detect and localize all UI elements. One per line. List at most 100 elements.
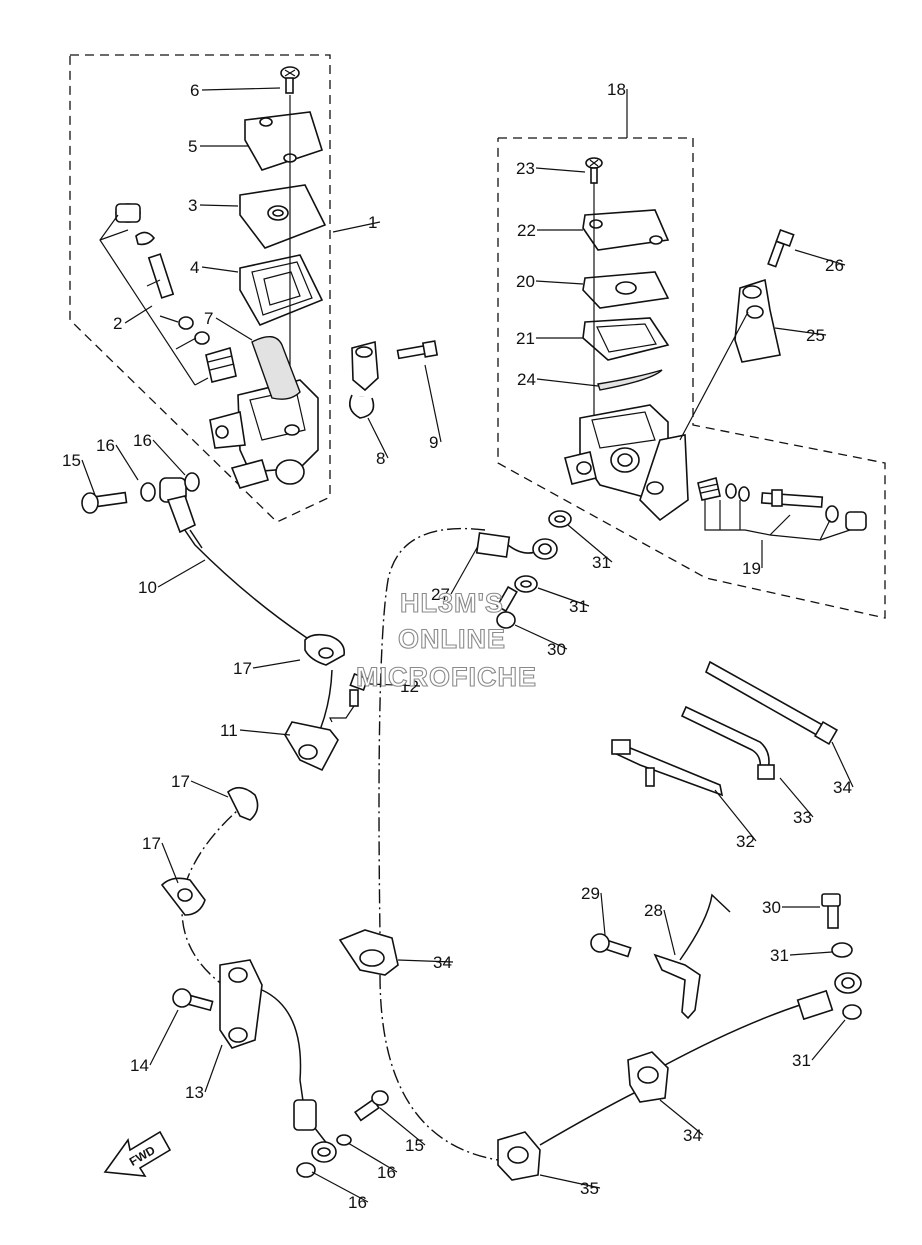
leader-line-31 — [537, 587, 590, 607]
callout-18: 18 — [607, 80, 626, 99]
leader-line-31 — [789, 951, 833, 956]
callout-15: 15 — [405, 1136, 424, 1155]
leader-line-28 — [663, 909, 676, 956]
callout-6: 6 — [190, 81, 199, 100]
callout-34: 34 — [683, 1126, 702, 1145]
watermark: HL3M'S ONLINE MICROFICHE — [355, 587, 537, 692]
leader-line-34 — [831, 741, 854, 788]
callout-4: 4 — [190, 258, 199, 277]
leader-line-30 — [514, 624, 568, 650]
callout-5: 5 — [188, 137, 197, 156]
right-assembly-boundary — [497, 137, 886, 619]
callout-16: 16 — [348, 1193, 367, 1212]
leader-line-17 — [161, 842, 179, 884]
leader-line-26 — [794, 249, 846, 266]
callout-31: 31 — [770, 946, 789, 965]
leader-line-34 — [659, 1099, 704, 1136]
watermark-line-2: ONLINE — [398, 624, 506, 654]
callout-13: 13 — [185, 1083, 204, 1102]
callout-29: 29 — [581, 884, 600, 903]
callout-2: 2 — [113, 314, 122, 333]
leader-line-32 — [714, 789, 757, 842]
callout-16: 16 — [96, 436, 115, 455]
leader-line-27 — [450, 545, 479, 595]
leader-line-7 — [215, 317, 253, 341]
callout-16: 16 — [133, 431, 152, 450]
leader-line-34 — [397, 959, 454, 963]
callout-9: 9 — [429, 433, 438, 452]
callout-25: 25 — [806, 326, 825, 345]
callout-7: 7 — [204, 309, 213, 328]
hose-fittings — [81, 472, 862, 1178]
leader-line-17 — [190, 780, 229, 798]
callout-10: 10 — [138, 578, 157, 597]
leader-line-20 — [535, 280, 584, 285]
callout-33: 33 — [793, 808, 812, 827]
callout-30: 30 — [762, 898, 781, 917]
callout-31: 31 — [592, 553, 611, 572]
hose-clamps — [160, 633, 669, 1181]
callout-23: 23 — [516, 159, 535, 178]
callout-31: 31 — [569, 597, 588, 616]
callout-17: 17 — [142, 834, 161, 853]
callout-28: 28 — [644, 901, 663, 920]
callout-8: 8 — [376, 449, 385, 468]
callout-17: 17 — [233, 659, 252, 678]
leader-line-24 — [536, 378, 599, 387]
callout-30: 30 — [547, 640, 566, 659]
left-assembly-boundary — [69, 54, 331, 523]
callout-11: 11 — [220, 721, 238, 740]
callout-22: 22 — [517, 221, 536, 240]
leader-line-9 — [424, 364, 442, 443]
callout-21: 21 — [516, 329, 535, 348]
leader-line-23 — [535, 167, 586, 173]
watermark-line-3: MICROFICHE — [356, 662, 537, 692]
leader-line-3 — [199, 204, 239, 207]
callout-15: 15 — [62, 451, 81, 470]
callout-31: 31 — [792, 1051, 811, 1070]
callout-1: 1 — [368, 213, 377, 232]
leader-line-2 — [124, 305, 153, 324]
leader-line-15 — [379, 1107, 426, 1146]
callout-20: 20 — [516, 272, 535, 291]
leader-line-29 — [600, 892, 606, 936]
leader-lines — [81, 87, 854, 1203]
callout-26: 26 — [825, 256, 844, 275]
leader-line-35 — [539, 1174, 601, 1189]
callout-3: 3 — [188, 196, 197, 215]
leader-line-31 — [811, 1019, 846, 1061]
left-master-cylinder-parts — [99, 66, 439, 489]
cable-ties — [590, 660, 839, 1020]
leader-line-8 — [367, 417, 389, 459]
leader-line-15 — [81, 459, 96, 496]
leader-line-31 — [567, 524, 613, 563]
callout-24: 24 — [517, 370, 536, 389]
leader-line-17 — [252, 659, 301, 669]
watermark-line-1: HL3M'S — [400, 588, 504, 618]
callout-12: 12 — [400, 677, 419, 696]
fwd-arrow: FWD — [103, 1130, 172, 1177]
leader-line-13 — [204, 1044, 223, 1093]
leader-line-14 — [149, 1009, 179, 1066]
right-master-cylinder-parts — [564, 157, 867, 541]
leader-line-4 — [201, 266, 239, 273]
callout-19: 19 — [742, 559, 761, 578]
leader-line-16 — [347, 1142, 398, 1173]
callout-35: 35 — [580, 1179, 599, 1198]
leader-line-11 — [239, 729, 291, 736]
callout-17: 17 — [171, 772, 190, 791]
callout-34: 34 — [833, 778, 852, 797]
callout-27: 27 — [431, 585, 450, 604]
leader-line-33 — [779, 777, 814, 818]
leader-line-6 — [201, 87, 281, 91]
leader-line-16 — [115, 444, 139, 481]
callout-32: 32 — [736, 832, 755, 851]
leader-line-10 — [157, 559, 206, 588]
leader-line-12 — [369, 683, 421, 687]
callout-14: 14 — [130, 1056, 149, 1075]
leader-line-1 — [332, 221, 381, 233]
leader-line-16 — [152, 439, 186, 476]
